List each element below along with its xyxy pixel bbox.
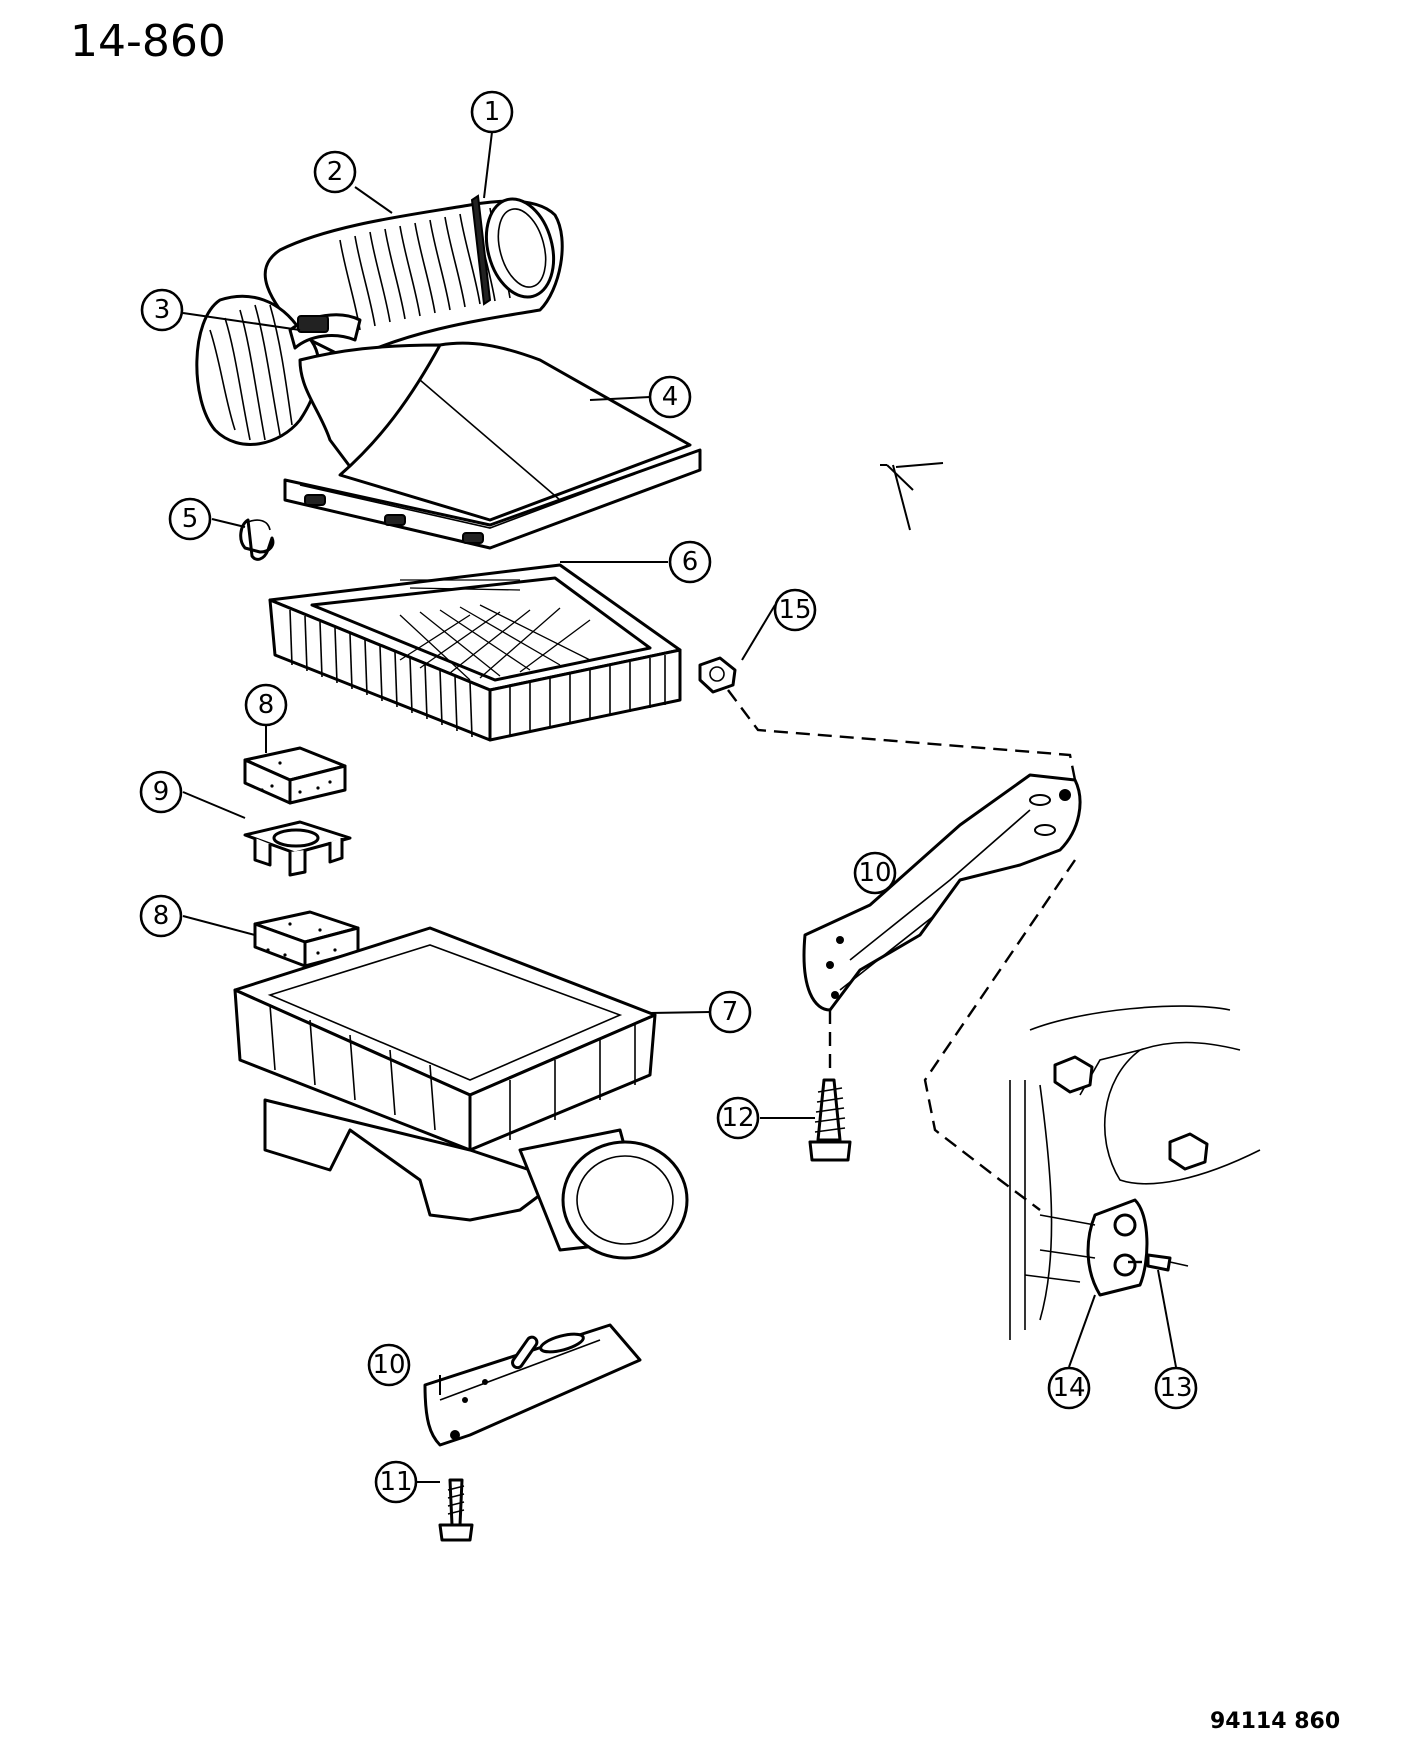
screw-11 [438, 1478, 474, 1542]
figure-code: 94114 860 [1210, 1709, 1340, 1734]
callout-label: 14 [1052, 1373, 1085, 1403]
mounting-bracket-upper [802, 773, 1082, 1012]
callout-7: 7 [708, 990, 752, 1034]
callout-11: 11 [374, 1460, 418, 1504]
callout-label: 9 [153, 777, 170, 807]
retaining-clip [239, 518, 275, 561]
screw-12 [808, 1078, 852, 1162]
nut-15 [698, 656, 737, 694]
callout-6: 6 [668, 540, 712, 584]
callout-5: 5 [168, 497, 212, 541]
callout-3: 3 [140, 288, 184, 332]
callout-label: 6 [682, 547, 699, 577]
callout-label: 11 [379, 1467, 412, 1497]
air-cleaner-cover [283, 341, 702, 550]
filter-pleats [289, 609, 666, 738]
page-number: 14-860 [70, 16, 226, 67]
callout-15: 15 [773, 588, 817, 632]
air-cleaner-housing [233, 926, 689, 1260]
filter-mesh [399, 579, 591, 681]
callout-label: 10 [372, 1350, 405, 1380]
callout-label: 7 [722, 997, 739, 1027]
foam-pad-upper [243, 746, 347, 805]
callout-4: 4 [648, 375, 692, 419]
callout-8-upper: 8 [244, 683, 288, 727]
callout-14: 14 [1047, 1366, 1091, 1410]
housing-ribs [269, 1004, 636, 1140]
mounting-bracket-lower [423, 1323, 642, 1447]
callout-label: 8 [153, 901, 170, 931]
callout-label: 5 [182, 504, 199, 534]
callout-label: 3 [154, 295, 171, 325]
callout-label: 8 [258, 690, 275, 720]
assembly-dash-lines [727, 689, 1148, 1264]
callout-10-upper: 10 [853, 851, 897, 895]
callout-8-lower: 8 [139, 894, 183, 938]
callout-label: 15 [778, 595, 811, 625]
foam-pad-lower [253, 910, 360, 968]
callout-1: 1 [470, 90, 514, 134]
callout-label: 10 [858, 858, 891, 888]
callout-label: 4 [662, 382, 679, 412]
air-duct-hose [195, 194, 564, 446]
callout-12: 12 [716, 1096, 760, 1140]
callout-10-lower: 10 [367, 1343, 411, 1387]
leader-lines [182, 131, 1177, 1483]
body-panel-assembly [1009, 1005, 1261, 1340]
air-filter-element [268, 563, 682, 742]
callout-label: 12 [721, 1103, 754, 1133]
callout-13: 13 [1154, 1366, 1198, 1410]
callout-label: 1 [484, 97, 501, 127]
callout-label: 2 [327, 157, 344, 187]
callout-9: 9 [139, 770, 183, 814]
callout-label: 13 [1159, 1373, 1192, 1403]
callout-2: 2 [313, 150, 357, 194]
insulator-bracket [243, 820, 352, 877]
